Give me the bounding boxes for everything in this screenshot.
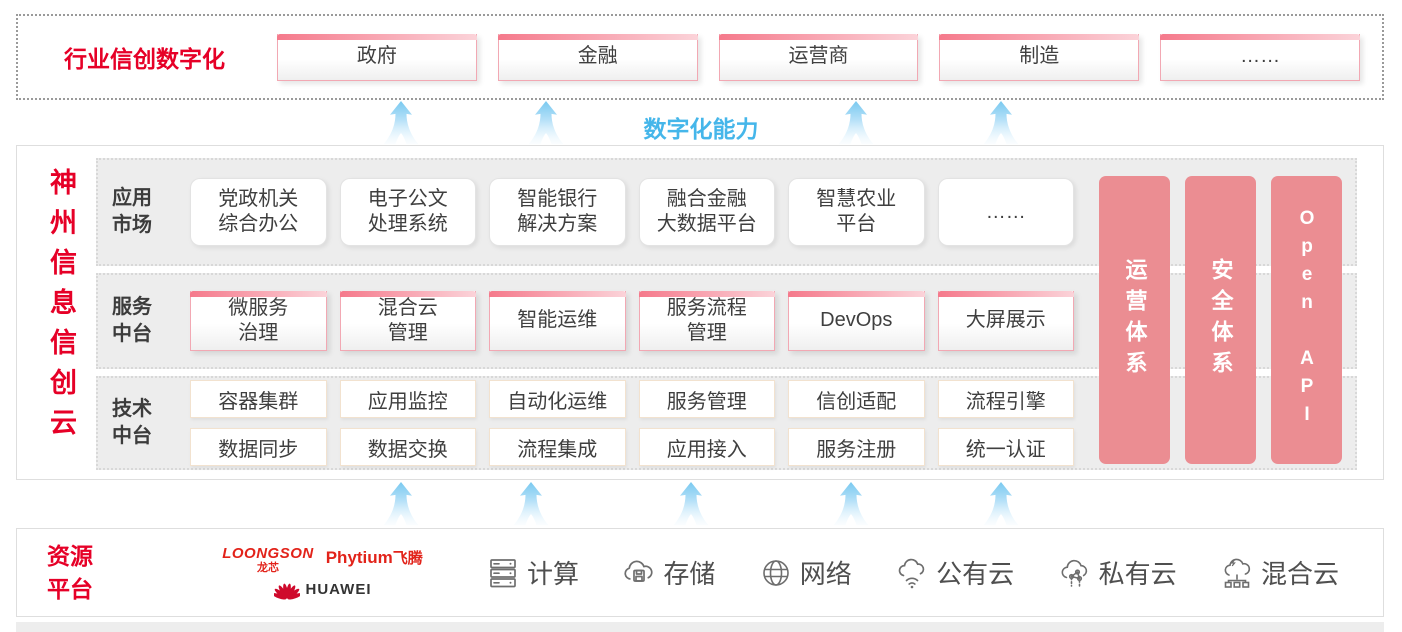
resource-item-hybrid-cloud: 混合云 bbox=[1220, 554, 1339, 591]
industry-box-operator: 运营商 bbox=[718, 33, 919, 81]
tech-box: 信创适配 bbox=[788, 380, 925, 418]
service-box: 服务流程 管理 bbox=[638, 291, 775, 351]
up-arrow-icon bbox=[830, 482, 872, 526]
resource-item-compute: 计算 bbox=[486, 554, 579, 591]
private-cloud-icon bbox=[1061, 559, 1087, 588]
app-box: 党政机关 综合办公 bbox=[190, 178, 327, 246]
app-box: 电子公文 处理系统 bbox=[339, 178, 476, 246]
phytium-logo: Phytium飞腾 bbox=[326, 549, 423, 567]
industry-box-list: 政府 金融 运营商 制造 …… bbox=[277, 33, 1360, 81]
up-arrow-icon bbox=[835, 101, 877, 145]
resource-platform-label: 资源 平台 bbox=[47, 543, 93, 602]
loongson-wordmark: LOONGSON bbox=[222, 544, 314, 562]
resource-item-public-cloud: 公有云 bbox=[895, 554, 1014, 591]
pillar-security-system: 安全体系 bbox=[1185, 176, 1256, 464]
industry-box-government: 政府 bbox=[277, 33, 477, 81]
loongson-logo: LOONGSON 龙芯 bbox=[222, 546, 314, 574]
tech-box: 数据交换 bbox=[339, 428, 476, 466]
up-arrow-icon bbox=[525, 101, 567, 145]
up-arrow-icon bbox=[980, 482, 1022, 526]
resource-item-private-cloud: 私有云 bbox=[1058, 554, 1177, 591]
service-box: 大屏展示 bbox=[937, 291, 1074, 351]
server-icon bbox=[490, 558, 516, 587]
service-box: 微服务 治理 bbox=[190, 291, 327, 351]
tech-box: 数据同步 bbox=[190, 428, 327, 466]
resource-item-label: 私有云 bbox=[1098, 559, 1177, 589]
tech-box: 流程引擎 bbox=[937, 380, 1074, 418]
tech-box: 自动化运维 bbox=[489, 380, 626, 418]
resource-platform-panel: 资源 平台 LOONGSON 龙芯 Phytium飞腾 bbox=[16, 528, 1384, 617]
app-box: 融合金融 大数据平台 bbox=[638, 178, 775, 246]
up-arrow-icon bbox=[670, 482, 712, 526]
tech-box: 应用监控 bbox=[339, 380, 476, 418]
resource-item-list: 计算 存储 网络 bbox=[486, 554, 1339, 591]
app-market-label: 应用 市场 bbox=[112, 187, 152, 236]
tech-box: 流程集成 bbox=[489, 428, 626, 466]
pillar-operation-system: 运营体系 bbox=[1099, 176, 1170, 464]
app-market-boxes: 党政机关 综合办公 电子公文 处理系统 智能银行 解决方案 融合金融 大数据平台… bbox=[190, 178, 1074, 246]
resource-item-label: 存储 bbox=[663, 559, 716, 589]
network-globe-icon bbox=[762, 559, 789, 586]
app-box: 智能银行 解决方案 bbox=[489, 178, 626, 246]
up-arrow-icon bbox=[380, 482, 422, 526]
platform-vertical-title: 神州信息信创云 bbox=[46, 168, 76, 448]
app-box: 智慧农业 平台 bbox=[788, 178, 925, 246]
phytium-cn-label: 飞腾 bbox=[392, 549, 423, 567]
service-box: 混合云 管理 bbox=[339, 291, 476, 351]
side-pillars: 运营体系 安全体系 Open API bbox=[1099, 176, 1342, 464]
service-box: DevOps bbox=[788, 291, 925, 351]
phytium-wordmark: Phytium bbox=[325, 547, 393, 567]
industry-box-more: …… bbox=[1160, 33, 1360, 81]
tech-box: 容器集群 bbox=[190, 380, 327, 418]
service-middle-boxes: 微服务 治理 混合云 管理 智能运维 服务流程 管理 DevOps 大屏展示 bbox=[190, 291, 1074, 351]
tech-box: 服务管理 bbox=[638, 380, 775, 418]
pillar-open-api: Open API bbox=[1271, 176, 1342, 464]
resource-item-label: 混合云 bbox=[1260, 559, 1339, 589]
up-arrow-icon bbox=[510, 482, 552, 526]
up-arrow-icon bbox=[380, 101, 422, 145]
banner-title: 行业信创数字化 bbox=[64, 46, 225, 72]
huawei-flower-icon bbox=[273, 583, 300, 600]
capability-label: 数字化能力 bbox=[643, 116, 759, 142]
resource-item-label: 网络 bbox=[799, 559, 852, 589]
storage-cloud-icon bbox=[624, 560, 653, 582]
vendor-logos: LOONGSON 龙芯 Phytium飞腾 HUAWE bbox=[215, 546, 430, 600]
cloud-platform-panel: 神州信息信创云 应用 市场 党政机关 综合办公 电子公文 处理系统 智能银行 解… bbox=[16, 145, 1384, 480]
tech-box: 应用接入 bbox=[638, 428, 775, 466]
bottom-divider bbox=[16, 622, 1384, 632]
huawei-wordmark: HUAWEI bbox=[305, 581, 372, 598]
service-middle-label: 服务 中台 bbox=[112, 296, 152, 345]
up-arrow-icon bbox=[980, 101, 1022, 145]
resource-item-label: 公有云 bbox=[936, 559, 1015, 589]
public-cloud-icon bbox=[898, 558, 925, 588]
service-box: 智能运维 bbox=[489, 291, 626, 351]
hybrid-cloud-icon bbox=[1224, 558, 1251, 588]
industry-box-manufacturing: 制造 bbox=[939, 33, 1140, 81]
resource-item-network: 网络 bbox=[759, 554, 852, 591]
loongson-cn-label: 龙芯 bbox=[256, 561, 279, 574]
tech-middle-label: 技术 中台 bbox=[112, 398, 152, 447]
industry-banner: 行业信创数字化 政府 金融 运营商 制造 …… bbox=[16, 14, 1384, 100]
huawei-logo: HUAWEI bbox=[215, 580, 430, 600]
resource-item-label: 计算 bbox=[527, 559, 580, 589]
tech-box: 统一认证 bbox=[937, 428, 1074, 466]
app-box-more: …… bbox=[937, 178, 1074, 246]
industry-box-finance: 金融 bbox=[497, 33, 698, 81]
tech-box: 服务注册 bbox=[788, 428, 925, 466]
tech-middle-boxes: 容器集群 应用监控 自动化运维 服务管理 信创适配 流程引擎 数据同步 数据交换… bbox=[190, 380, 1074, 466]
resource-item-storage: 存储 bbox=[622, 554, 715, 591]
